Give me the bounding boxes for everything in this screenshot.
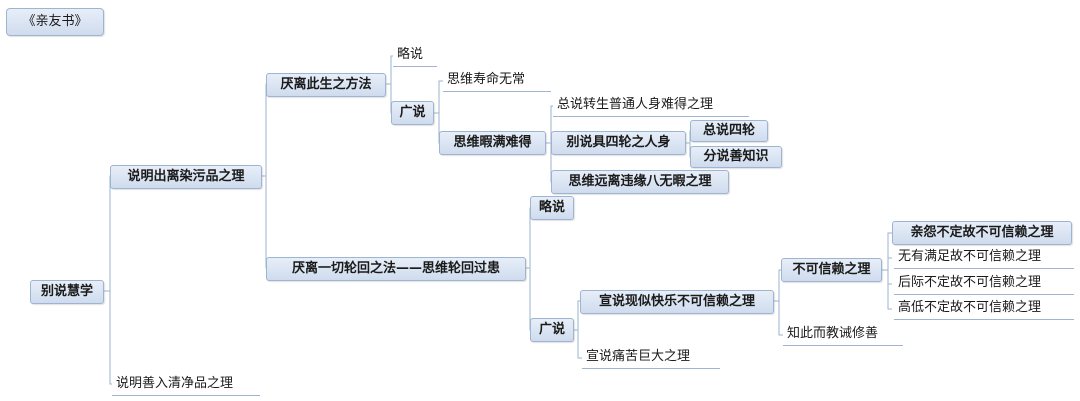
- node-impure-principle[interactable]: 说明出离染污品之理: [110, 165, 262, 189]
- node-happiness-unreliable[interactable]: 宣说现似快乐不可信赖之理: [580, 290, 774, 314]
- node-root[interactable]: 别说慧学: [30, 280, 104, 304]
- node-suffering-great[interactable]: 宣说痛苦巨大之理: [582, 347, 720, 369]
- map-title[interactable]: 《亲友书》: [6, 8, 104, 36]
- node-rare-body[interactable]: 总说转生普通人身难得之理: [553, 95, 749, 117]
- node-eight-unfree[interactable]: 思维远离违缘八无暇之理: [551, 170, 729, 194]
- node-four-wheels-general[interactable]: 总说四轮: [690, 120, 768, 142]
- node-method-this-life[interactable]: 厌离此生之方法: [266, 73, 386, 97]
- node-exhort-virtue[interactable]: 知此而教诫修善: [783, 324, 903, 346]
- node-reason-friend-enemy[interactable]: 亲怨不定故不可信赖之理: [892, 221, 1072, 245]
- node-impermanence[interactable]: 思维寿命无常: [443, 70, 551, 92]
- node-method-samsara[interactable]: 厌离一切轮回之法——思维轮回过患: [266, 257, 526, 281]
- node-reason-uncertain-end[interactable]: 后际不定故不可信赖之理: [894, 273, 1074, 295]
- node-unreliable[interactable]: 不可信赖之理: [781, 258, 882, 282]
- node-brief-1[interactable]: 略说: [393, 45, 437, 67]
- node-brief-2[interactable]: 略说: [530, 196, 574, 220]
- node-reason-no-satisfaction[interactable]: 无有满足故不可信赖之理: [894, 247, 1074, 269]
- node-detail-2[interactable]: 广说: [530, 318, 574, 342]
- node-four-wheels-body[interactable]: 别说具四轮之人身: [551, 131, 686, 155]
- node-pure-principle[interactable]: 说明善入清净品之理: [112, 374, 260, 396]
- node-detail-1[interactable]: 广说: [391, 101, 434, 125]
- node-virtuous-friend[interactable]: 分说善知识: [690, 146, 782, 168]
- node-reason-high-low[interactable]: 高低不定故不可信赖之理: [894, 298, 1074, 320]
- node-leisure[interactable]: 思维暇满难得: [439, 131, 546, 155]
